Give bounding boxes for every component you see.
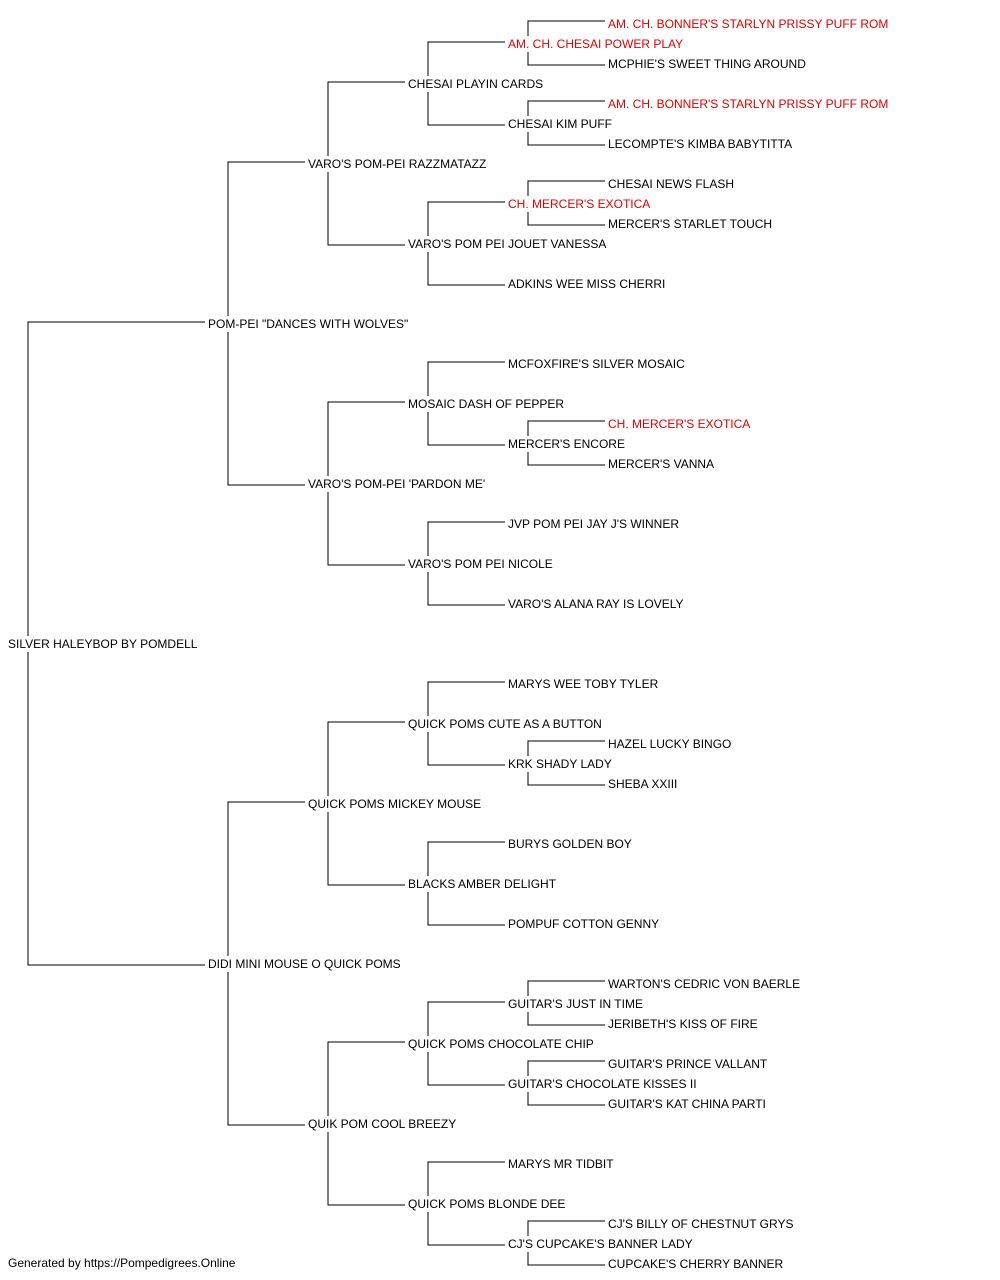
connector [427, 841, 505, 876]
connector [427, 361, 505, 396]
dog-name-ssdd: ADKINS WEE MISS CHERRI [508, 277, 665, 291]
dog-name-ddsds: GUITAR'S PRINCE VALLANT [608, 1057, 768, 1071]
dog-name-sssss: AM. CH. BONNER'S STARLYN PRISSY PUFF ROM [608, 17, 888, 31]
connector [327, 81, 405, 156]
connector [527, 420, 605, 436]
dog-name-ddds: MARYS MR TIDBIT [508, 1157, 614, 1171]
dog-name-sssds: AM. CH. BONNER'S STARLYN PRISSY PUFF ROM [608, 97, 888, 111]
connector [427, 732, 505, 766]
connector [427, 41, 505, 76]
connector [427, 572, 505, 606]
connector [527, 452, 605, 466]
connector [527, 52, 605, 66]
connector [427, 201, 505, 236]
dog-name-ssss: AM. CH. CHESAI POWER PLAY [508, 37, 683, 51]
dog-name-sdss: MCFOXFIRE'S SILVER MOSAIC [508, 357, 685, 371]
dog-name-sdsds: CH. MERCER'S EXOTICA [608, 417, 750, 431]
dog-name-sdsdd: MERCER'S VANNA [608, 457, 714, 471]
dog-name-sds: MOSAIC DASH OF PEPPER [408, 397, 564, 411]
connector [227, 161, 305, 316]
connector [427, 92, 505, 126]
dog-name-ddd: QUICK POMS BLONDE DEE [408, 1197, 565, 1211]
dog-name-dsds: BURYS GOLDEN BOY [508, 837, 632, 851]
connector [427, 252, 505, 286]
dog-name-ssd: VARO'S POM PEI JOUET VANESSA [408, 237, 606, 251]
connector [327, 492, 405, 566]
dog-name-dddds: CJ'S BILLY OF CHESTNUT GRYS [608, 1217, 793, 1231]
connector [527, 1060, 605, 1076]
connector [327, 721, 405, 796]
connector [427, 892, 505, 926]
dog-name-dsdd: POMPUF COTTON GENNY [508, 917, 659, 931]
connector [427, 521, 505, 556]
connector [427, 412, 505, 446]
connector [527, 1012, 605, 1026]
connector [527, 740, 605, 756]
connector [427, 1001, 505, 1036]
connector [227, 801, 305, 956]
dog-name-dds: QUICK POMS CHOCOLATE CHIP [408, 1037, 594, 1051]
connector [27, 652, 205, 966]
connector [327, 401, 405, 476]
connector [427, 1212, 505, 1246]
connector [527, 20, 605, 36]
dog-name-sdds: JVP POM PEI JAY J'S WINNER [508, 517, 679, 531]
dog-name-ddddd: CUPCAKE'S CHERRY BANNER [608, 1257, 784, 1271]
connector [427, 1052, 505, 1086]
connector [327, 812, 405, 886]
dog-name-dssdd: SHEBA XXIII [608, 777, 677, 791]
dog-name-ddsd: GUITAR'S CHOCOLATE KISSES II [508, 1077, 697, 1091]
connector [327, 1132, 405, 1206]
connector [327, 1041, 405, 1116]
dog-name-ssdsd: MERCER'S STARLET TOUCH [608, 217, 772, 231]
dog-name-subject: SILVER HALEYBOP BY POMDELL [8, 637, 198, 651]
dog-name-dddd: CJ'S CUPCAKE'S BANNER LADY [508, 1237, 693, 1251]
dog-name-ssdss: CHESAI NEWS FLASH [608, 177, 734, 191]
connector [327, 172, 405, 246]
dog-name-sire-dam: VARO'S POM-PEI 'PARDON ME' [308, 477, 485, 491]
connector [427, 1161, 505, 1196]
dog-name-sddd: VARO'S ALANA RAY IS LOVELY [508, 597, 683, 611]
dog-name-sssdd: LECOMPTE'S KIMBA BABYTITTA [608, 137, 792, 151]
dog-name-ddsss: WARTON'S CEDRIC VON BAERLE [608, 977, 800, 991]
connector [427, 681, 505, 716]
dog-name-sss: CHESAI PLAYIN CARDS [408, 77, 543, 91]
connector [527, 180, 605, 196]
dog-name-dam-dam: QUIK POM COOL BREEZY [308, 1117, 456, 1131]
dog-name-sssd: CHESAI KIM PUFF [508, 117, 612, 131]
connector [227, 332, 305, 486]
dog-name-dss: QUICK POMS CUTE AS A BUTTON [408, 717, 602, 731]
dog-name-ssssd: MCPHIE'S SWEET THING AROUND [608, 57, 806, 71]
dog-name-dam: DIDI MINI MOUSE O QUICK POMS [208, 957, 401, 971]
dog-name-ddsdd: GUITAR'S KAT CHINA PARTI [608, 1097, 766, 1111]
connector [527, 980, 605, 996]
connector [527, 1220, 605, 1236]
connector [527, 772, 605, 786]
dog-name-sire-sire: VARO'S POM-PEI RAZZMATAZZ [308, 157, 486, 171]
connector [527, 1092, 605, 1106]
generated-by-footer: Generated by https://Pompedigrees.Online [8, 1256, 236, 1270]
dog-name-sdd: VARO'S POM PEI NICOLE [408, 557, 553, 571]
dog-name-ddssd: JERIBETH'S KISS OF FIRE [608, 1017, 758, 1031]
dog-name-dssd: KRK SHADY LADY [508, 757, 612, 771]
dog-name-sdsd: MERCER'S ENCORE [508, 437, 625, 451]
connector [527, 132, 605, 146]
connector [527, 1252, 605, 1266]
dog-name-dam-sire: QUICK POMS MICKEY MOUSE [308, 797, 481, 811]
connector [27, 321, 205, 636]
dog-name-ssds: CH. MERCER'S EXOTICA [508, 197, 650, 211]
connector [527, 100, 605, 116]
dog-name-dssds: HAZEL LUCKY BINGO [608, 737, 731, 751]
connector [527, 212, 605, 226]
dog-name-ddss: GUITAR'S JUST IN TIME [508, 997, 643, 1011]
connector [227, 972, 305, 1126]
dog-name-dsd: BLACKS AMBER DELIGHT [408, 877, 557, 891]
dog-name-sire: POM-PEI "DANCES WITH WOLVES" [208, 317, 408, 331]
dog-name-dsss: MARYS WEE TOBY TYLER [508, 677, 659, 691]
